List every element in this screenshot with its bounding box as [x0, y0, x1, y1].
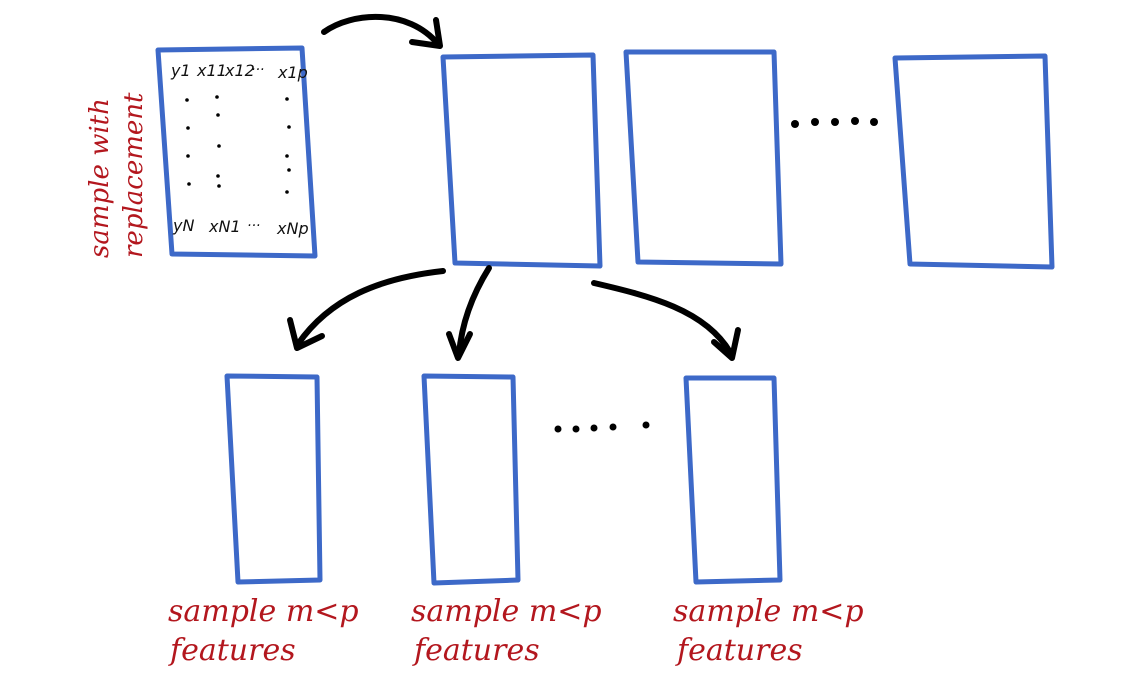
matrix-x11: x11 — [196, 61, 227, 80]
feature-subset-box-3 — [683, 375, 783, 585]
caption-2: sample m<p features — [411, 594, 602, 668]
bootstrap-samples — [440, 49, 1055, 270]
side-label-line2: replacement — [119, 92, 149, 258]
caption-3: sample m<p features — [673, 594, 864, 668]
data-matrix: y1 x11 x12 ··· x1p yN xN1 ··· xNp — [155, 45, 318, 259]
feature-subset-box-2 — [421, 373, 521, 586]
feature-arrow-middle — [456, 265, 492, 357]
bootstrap-sample-box-2 — [623, 49, 784, 267]
matrix-x1p: x1p — [277, 63, 308, 82]
caption-1-line2: features — [168, 633, 296, 668]
bottom-ellipsis — [554, 421, 650, 433]
caption-3-line2: features — [675, 633, 803, 668]
data-matrix-box — [155, 45, 318, 259]
matrix-xNp: xNp — [276, 219, 309, 238]
bootstrap-sample-box-1 — [440, 52, 603, 269]
matrix-ellipsis-row1: ··· — [251, 62, 264, 78]
caption-1-line1: sample m<p — [168, 594, 359, 629]
matrix-vertical-dots — [185, 95, 291, 194]
caption-3-line1: sample m<p — [673, 594, 864, 629]
side-label: sample with replacement — [85, 92, 149, 258]
side-label-line1: sample with — [85, 98, 115, 258]
matrix-y1: y1 — [170, 61, 191, 80]
feature-subset-box-1 — [224, 373, 323, 585]
bootstrap-sample-box-3 — [892, 53, 1055, 270]
top-ellipsis — [791, 117, 878, 128]
feature-arrow-right — [591, 280, 733, 355]
caption-2-line1: sample m<p — [411, 594, 602, 629]
feature-arrow-left — [295, 268, 446, 347]
matrix-xN1: xN1 — [208, 217, 241, 236]
caption-1: sample m<p features — [168, 594, 359, 668]
feature-arrows — [287, 265, 741, 361]
matrix-yN: yN — [172, 216, 194, 235]
matrix-x12: x12 — [224, 61, 255, 80]
matrix-ellipsis-rowN: ··· — [247, 218, 260, 234]
feature-subsets — [224, 373, 783, 586]
caption-2-line2: features — [412, 633, 540, 668]
bootstrap-arrow — [321, 14, 443, 49]
